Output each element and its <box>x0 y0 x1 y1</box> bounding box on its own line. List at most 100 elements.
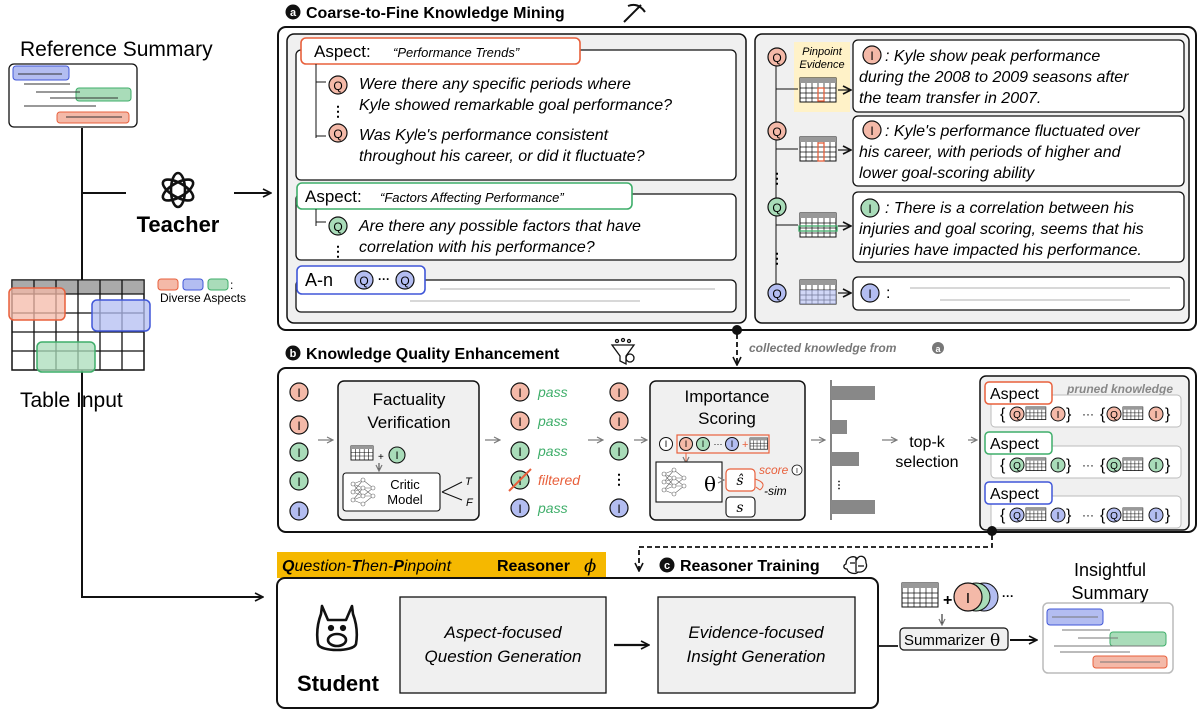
svg-text:I: I <box>518 502 521 516</box>
svg-text:Factuality: Factuality <box>373 390 446 409</box>
svg-text:}: } <box>1165 457 1171 474</box>
section-c-title: Reasoner Training <box>680 558 820 575</box>
insight-1-box <box>852 39 1185 113</box>
svg-text:θ: θ <box>990 631 1000 651</box>
insight-2-box <box>852 115 1185 187</box>
table-icon <box>799 212 837 238</box>
svg-text:{: { <box>1100 457 1106 474</box>
svg-text:Q: Q <box>772 125 781 139</box>
left-column: Reference Summary Teacher Table Input <box>8 38 270 597</box>
svg-text:I: I <box>665 439 668 449</box>
summarizer-box <box>899 627 1009 651</box>
insight-3-l2: injuries and goal scoring, seems that hi… <box>859 221 1144 238</box>
svg-text:+: + <box>943 592 952 609</box>
collected-label: collected knowledge from <box>749 341 897 355</box>
i-bubble-icon <box>860 198 880 218</box>
svg-text:I: I <box>617 445 620 459</box>
insightful-summary-label-l2: Summary <box>1071 583 1148 603</box>
s-box <box>725 496 756 518</box>
svg-text:Importance: Importance <box>684 387 769 406</box>
svg-text:I: I <box>870 124 873 138</box>
svg-text:I: I <box>1057 410 1060 421</box>
svg-text:Q: Q <box>1110 461 1118 472</box>
svg-text:I: I <box>1057 461 1060 472</box>
svg-text:Q: Q <box>772 201 781 215</box>
insightful-summary-label-l1: Insightful <box>1074 560 1146 580</box>
reasoner-title: Question-Then-Pinpoint <box>282 558 452 575</box>
svg-text:Critic: Critic <box>390 477 420 492</box>
pruned-knowledge-label: pruned knowledge <box>1066 382 1173 396</box>
svg-text:⋮: ⋮ <box>331 243 345 259</box>
teacher-label: Teacher <box>137 212 220 237</box>
aspect-2-question-1-l1: Are there any possible factors that have <box>358 218 641 235</box>
svg-text:I: I <box>966 590 970 607</box>
svg-text:Aspect: Aspect <box>990 436 1039 453</box>
svg-text:F: F <box>466 497 474 509</box>
svg-text:···: ··· <box>378 272 390 286</box>
svg-text:I: I <box>297 386 300 400</box>
pinpoint-label-l1: Pinpoint <box>802 46 843 58</box>
table-input-label: Table Input <box>20 389 123 412</box>
svg-text:}: } <box>1066 406 1072 423</box>
svg-text:{: { <box>1000 457 1006 474</box>
i-bubble-icon <box>862 45 882 65</box>
svg-text:}: } <box>1165 507 1171 524</box>
input-insights-column: I I I I I <box>289 382 309 521</box>
section-a: a Coarse-to-Fine Knowledge Mining Aspect… <box>277 3 1197 365</box>
q-bubble-icon <box>767 47 787 67</box>
svg-text:Aspect-focused: Aspect-focused <box>443 623 562 642</box>
pass-label: pass <box>537 384 568 400</box>
aspect-1-label-box <box>300 37 581 65</box>
aspect-2-label-box <box>296 182 633 210</box>
svg-text:a: a <box>290 7 297 19</box>
section-a-title: Coarse-to-Fine Knowledge Mining <box>306 5 565 22</box>
pass-label: pass <box>537 500 568 516</box>
critic-model-box <box>342 472 441 512</box>
q-bubble-icon <box>354 270 374 290</box>
passed-insights-column: I I I ⋮ I <box>609 382 629 518</box>
svg-text:}: } <box>1066 507 1072 524</box>
pruned-aspect-blue: Aspect { Q I } ··· { Q I } <box>984 481 1182 529</box>
svg-text:⋮: ⋮ <box>770 250 784 266</box>
svg-text:···: ··· <box>1082 407 1094 421</box>
importance-input-row: I I I ··· I + <box>659 434 770 454</box>
brain-icon <box>843 555 868 575</box>
svg-text:I: I <box>685 439 688 449</box>
badge-a-icon <box>285 4 301 20</box>
svg-text:Q: Q <box>333 79 342 93</box>
svg-text:s: s <box>736 500 743 516</box>
badge-c-icon <box>659 557 675 573</box>
insight-3-box <box>852 191 1185 263</box>
svg-text:ŝ: ŝ <box>736 473 743 489</box>
svg-text:I: I <box>870 49 873 63</box>
svg-text:Question Generation: Question Generation <box>425 647 582 666</box>
svg-text:I: I <box>617 502 620 516</box>
svg-text:Q: Q <box>1013 461 1021 472</box>
svg-text:I: I <box>297 446 300 460</box>
topk-label-l2: selection <box>895 454 958 471</box>
svg-text:⋮: ⋮ <box>834 480 844 491</box>
svg-text:···: ··· <box>1002 589 1014 603</box>
pickaxe-icon <box>623 3 646 23</box>
svg-text:⋮: ⋮ <box>612 471 626 487</box>
q-bubble-icon <box>767 121 787 141</box>
aspect-question-generation-box <box>399 596 607 694</box>
svg-text:Q: Q <box>1110 410 1118 421</box>
summarizer-inputs: + I ··· <box>901 582 1014 624</box>
svg-text:Q: Q <box>400 274 409 288</box>
diverse-aspects-label: Diverse Aspects <box>160 291 246 305</box>
svg-text:ϕ: ϕ <box>584 556 596 577</box>
student-label: Student <box>297 671 380 696</box>
svg-text:+: + <box>742 439 748 451</box>
aspect-2-question-1-l2: correlation with his performance? <box>359 239 595 256</box>
svg-text:I: I <box>617 386 620 400</box>
insight-3-l3: injuries have impacted his performance. <box>859 242 1142 259</box>
svg-text:c: c <box>664 560 670 572</box>
svg-text:···: ··· <box>1082 458 1094 472</box>
reference-summary-doc-icon <box>8 63 138 128</box>
evidence-insight-generation-box <box>657 596 856 694</box>
svg-text:T: T <box>465 476 473 488</box>
score-bar-chart: ⋮ <box>830 380 875 520</box>
table-icon <box>799 279 837 305</box>
